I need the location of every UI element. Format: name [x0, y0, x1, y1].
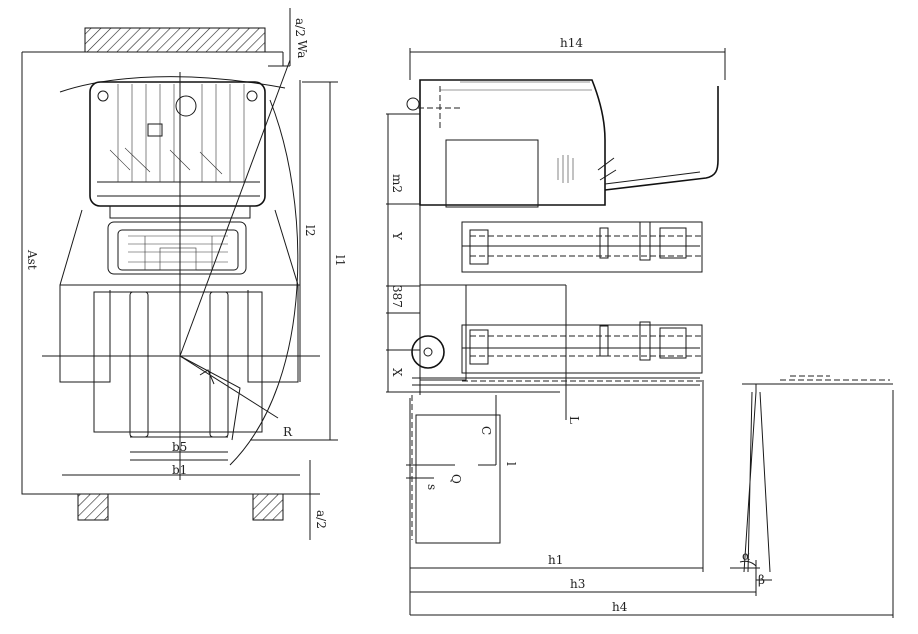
- label-387: 387: [390, 285, 404, 308]
- label-h14: h14: [560, 36, 583, 50]
- label-wa: Wa: [295, 40, 309, 58]
- label-l: L: [567, 416, 581, 424]
- fork-right: [209, 291, 229, 438]
- side-view: h14 m2 Y 387 X L C Q l s h1 h3 h4 α β: [386, 36, 894, 618]
- label-l1: l1: [333, 255, 347, 266]
- label-a2-bottom: a/2: [314, 510, 328, 529]
- label-s: s: [425, 484, 439, 490]
- tiller: [604, 86, 719, 191]
- label-h4: h4: [612, 600, 628, 614]
- label-a2-top: a/2: [293, 18, 307, 37]
- label-q: Q: [449, 474, 463, 484]
- label-m2: m2: [390, 174, 404, 193]
- label-l2: l2: [303, 225, 317, 236]
- load-block: [415, 414, 501, 544]
- label-b5: b5: [172, 440, 187, 454]
- label-y: Y: [390, 231, 404, 241]
- aisle-outline: [21, 51, 312, 495]
- label-r: R: [283, 425, 293, 439]
- label-ast: Ast: [25, 249, 39, 270]
- fork-left: [129, 291, 149, 438]
- label-h3: h3: [570, 577, 585, 591]
- label-h1: h1: [548, 553, 563, 567]
- label-b1: b1: [172, 463, 187, 477]
- label-c: C: [479, 426, 493, 435]
- plan-view: a/2 Wa Ast l2 l1 b5 b1 R a/2: [21, 8, 347, 540]
- wall-block-bottom-left: [77, 493, 109, 521]
- truck-body: [419, 79, 606, 206]
- wall-block-bottom-right: [252, 493, 284, 521]
- label-beta: β: [758, 573, 765, 587]
- label-alpha: α: [742, 549, 750, 563]
- label-l-fork: l: [504, 462, 518, 466]
- load-wheel: [411, 335, 445, 369]
- label-x: X: [390, 368, 404, 377]
- wall-block-top: [84, 27, 266, 53]
